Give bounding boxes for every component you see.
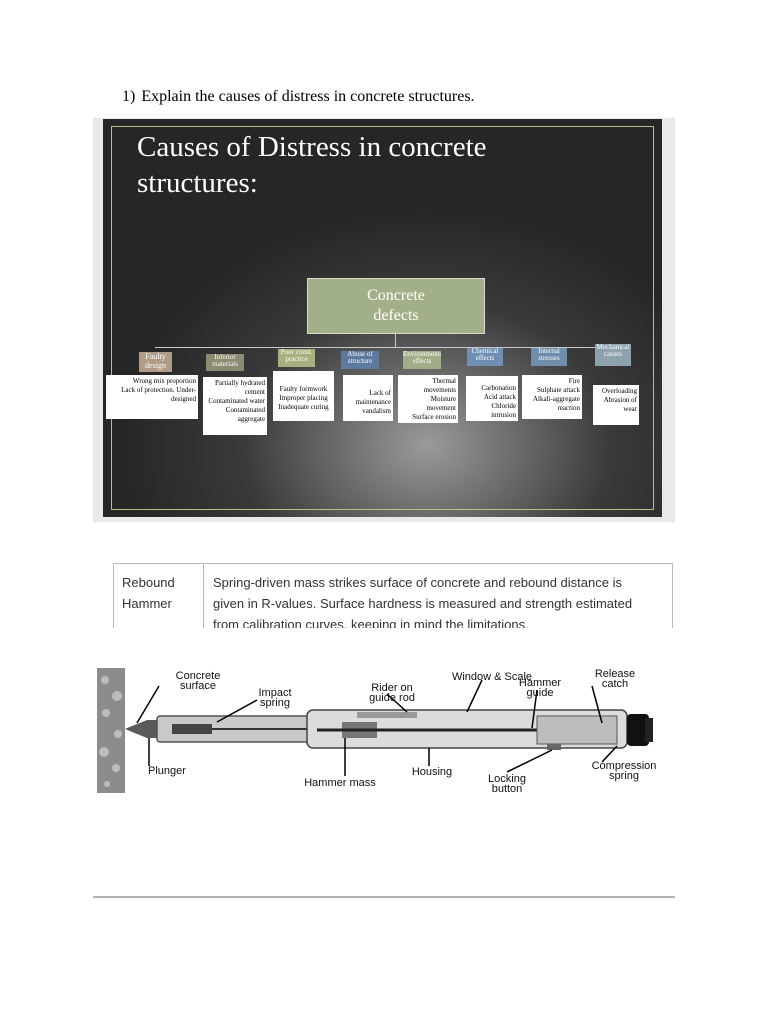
label-concrete-surface: Concrete surface — [163, 671, 233, 691]
leaf-item: Contaminated water — [205, 397, 265, 406]
page-divider — [93, 896, 675, 898]
leaf-item: Wrong mix proportion — [108, 377, 196, 386]
leaf-item: Lack of maintenance — [345, 389, 391, 407]
label-line: guide — [505, 688, 575, 698]
leaf-item: Surface erosion — [400, 413, 456, 422]
category-poor-const-practice: Poor const. practice — [278, 349, 315, 367]
leaf-inferior-materials: Partially hydrated cement Contaminated w… — [203, 377, 267, 435]
label-line: Hammer mass — [275, 778, 405, 788]
leaf-environmental-effects: Thermal movements Moisture movement Surf… — [398, 375, 458, 423]
leaf-faulty-design: Wrong mix proportion Lack of protection.… — [106, 375, 198, 419]
leaf-item: Contaminated aggregate — [205, 406, 265, 424]
category-chemical-effects: Chemical effects — [467, 348, 503, 366]
label-hammer-mass: Hammer mass — [275, 778, 405, 788]
leaf-item: Overloading — [595, 387, 637, 396]
category-environmental-effects: Environmental effects — [403, 351, 441, 369]
table-desc-line-2: given in R-values. Surface hardness is m… — [213, 593, 657, 614]
leaf-item: Faulty formwork — [275, 385, 332, 394]
category-mechanical-causes: Mechanical causes — [595, 344, 631, 366]
category-internal-stresses: Internal stresses — [531, 348, 567, 366]
root-line-2: defects — [367, 306, 425, 326]
label-line: Plunger — [132, 766, 202, 776]
table-desc-line-3: from calibration curves, keeping in mind… — [213, 614, 657, 628]
leaf-item: Lack of protection. Under-designed — [108, 386, 196, 404]
category-abuse-of-structure: Abuse of structure — [341, 351, 379, 369]
leaf-item: Chloride intrusion — [468, 402, 516, 420]
question-body: Explain the causes of distress in concre… — [141, 88, 474, 105]
table-term-line-1: Rebound — [122, 572, 175, 593]
label-hammer-guide: Hammer guide — [505, 678, 575, 698]
leaf-item: Carbonation — [468, 384, 516, 393]
table-divider-mid — [203, 564, 204, 628]
connector-vertical — [395, 332, 396, 347]
leaf-item: Abrasion of wear — [595, 396, 637, 414]
category-inferior-materials: Inferior materials — [206, 354, 244, 371]
label-line: surface — [163, 681, 233, 691]
leaf-item: vandalism — [345, 407, 391, 416]
label-line: button — [472, 784, 542, 794]
label-line: Housing — [392, 767, 472, 777]
concrete-block — [97, 668, 125, 793]
leaf-item: Alkali-aggregate reaction — [524, 395, 580, 413]
label-housing: Housing — [392, 767, 472, 777]
category-faulty-design: Faulty design — [139, 352, 172, 372]
table-description-cell: Spring-driven mass strikes surface of co… — [213, 572, 657, 628]
label-impact-spring: Impact spring — [240, 688, 310, 708]
impact-spring-shape — [172, 724, 212, 734]
label-line: catch — [575, 679, 655, 689]
rebound-hammer-diagram: Concrete surface Impact spring Rider on … — [97, 668, 669, 793]
question-text: 1) Explain the causes of distress in conc… — [122, 88, 475, 106]
label-plunger: Plunger — [132, 766, 202, 776]
leaf-poor-const-practice: Faulty formwork Improper placing Inadequ… — [273, 371, 334, 421]
question-number: 1) — [122, 88, 135, 105]
label-compression-spring: Compression spring — [579, 761, 669, 781]
leaf-item: Partially hydrated cement — [205, 379, 265, 397]
table-divider-left — [113, 564, 114, 628]
table-divider-right — [672, 564, 673, 628]
table-term-line-2: Hammer — [122, 593, 175, 614]
slide-title-line-1: Causes of Distress in concrete — [137, 129, 617, 165]
rebound-hammer-table: Rebound Hammer Spring-driven mass strike… — [113, 563, 673, 628]
leaf-internal-stresses: Fire Sulphate attack Alkali-aggregate re… — [522, 375, 582, 419]
label-line: spring — [240, 698, 310, 708]
leaf-item: Moisture movement — [400, 395, 456, 413]
leaf-chemical-effects: Carbonation Acid attack Chloride intrusi… — [466, 376, 518, 421]
root-line-1: Concrete — [367, 286, 425, 306]
table-term-cell: Rebound Hammer — [122, 572, 175, 614]
leaf-item: Improper placing — [275, 394, 332, 403]
leaf-item: Thermal movements — [400, 377, 456, 395]
label-release-catch: Release catch — [575, 669, 655, 689]
label-line: guide rod — [347, 693, 437, 703]
slide-title: Causes of Distress in concrete structure… — [137, 129, 617, 201]
leaf-item: Acid attack — [468, 393, 516, 402]
slide-title-line-2: structures: — [137, 165, 617, 201]
leaf-item: Sulphate attack — [524, 386, 580, 395]
table-desc-line-1: Spring-driven mass strikes surface of co… — [213, 572, 657, 593]
label-locking-button: Locking button — [472, 774, 542, 794]
leaf-mechanical-causes: Overloading Abrasion of wear — [593, 385, 639, 425]
leaf-abuse-of-structure: Lack of maintenance vandalism — [343, 375, 393, 421]
leaf-item: Inadequate curing — [275, 403, 332, 412]
slide-image: Causes of Distress in concrete structure… — [103, 119, 662, 517]
label-rider-guide-rod: Rider on guide rod — [347, 683, 437, 703]
leaf-item: Fire — [524, 377, 580, 386]
label-line: spring — [579, 771, 669, 781]
